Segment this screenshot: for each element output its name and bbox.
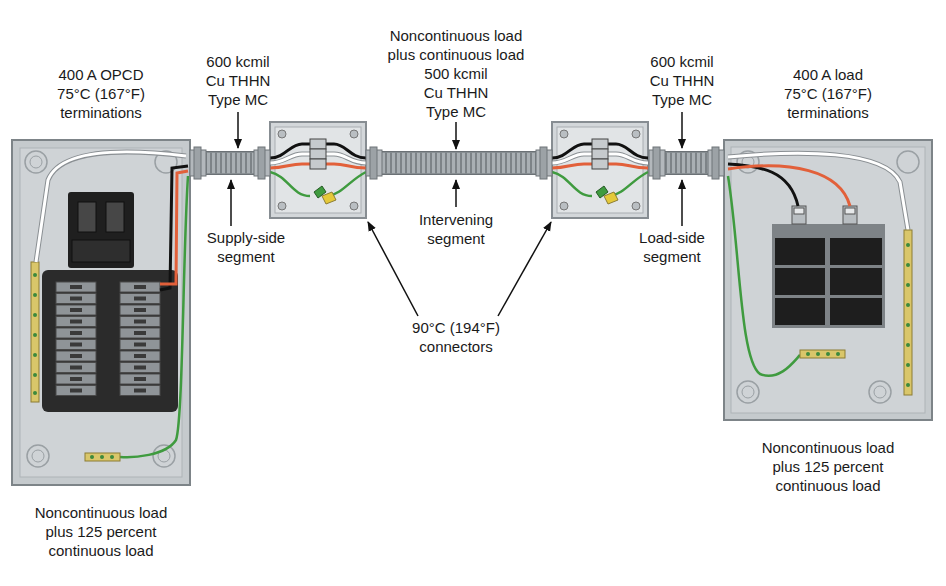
- panel-caption: Noncontinuous load plus 125 percent cont…: [26, 503, 176, 560]
- callout-label: Noncontinuous load plus continuous load: [381, 26, 531, 64]
- panel-caption: Noncontinuous load plus 125 percent cont…: [753, 438, 903, 495]
- callout-label: 600 kcmil Cu THHN Type MC: [198, 52, 278, 109]
- callout-label: Supply-side segment: [196, 228, 296, 266]
- callout-label: Intervening segment: [406, 210, 506, 248]
- panel-heading: 400 A load 75°C (167°F) terminations: [778, 65, 878, 122]
- callout-label: Load-side segment: [622, 228, 722, 266]
- callout-label: 500 kcmil Cu THHN Type MC: [416, 64, 496, 121]
- panel-box: 400 A load 75°C (167°F) terminationsNonc…: [724, 65, 932, 495]
- callout-label: 90°C (194°F) connectors: [401, 318, 511, 356]
- panel-box: 400 A OPCD 75°C (167°F) terminationsNonc…: [12, 65, 190, 560]
- callout-label: 600 kcmil Cu THHN Type MC: [642, 52, 722, 109]
- panel-heading: 400 A OPCD 75°C (167°F) terminations: [49, 65, 154, 122]
